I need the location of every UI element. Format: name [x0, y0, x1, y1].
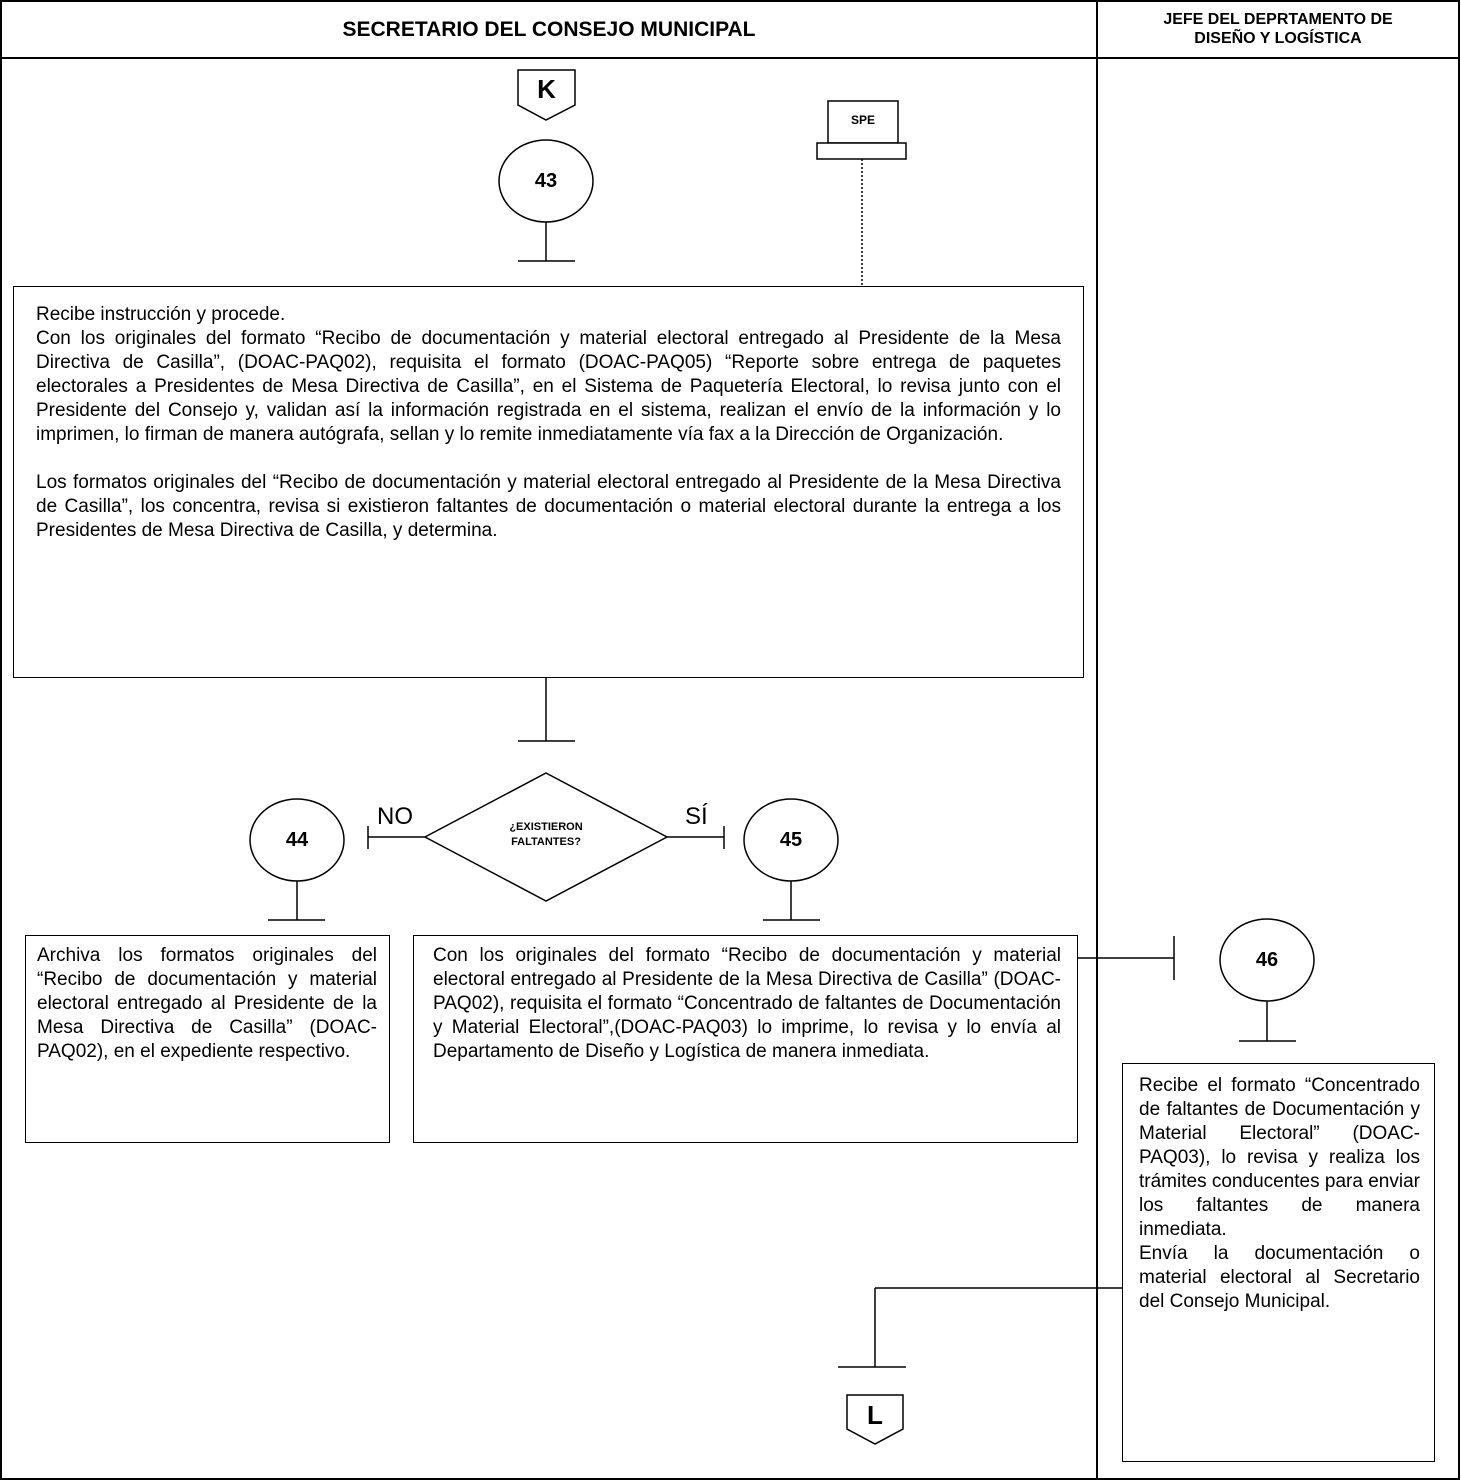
activity-box-44: Archiva los formatos originales del “Rec…: [25, 935, 390, 1143]
offpage-connector-l-shape: [846, 1394, 904, 1445]
decision-diamond: [423, 772, 669, 902]
decision-line2: FALTANTES?: [511, 836, 581, 848]
activity-46-paragraph-2: Envía la documentación o material electo…: [1139, 1243, 1420, 1312]
activity-box-45: Con los originales del formato “Recibo d…: [413, 935, 1078, 1143]
decision-yes-label: SÍ: [685, 803, 708, 830]
activity-box-43: Recibe instrucción y procede. Con los or…: [13, 286, 1084, 678]
decision-text: ¿EXISTIERON FALTANTES?: [470, 820, 622, 850]
lane-title-secretario: SECRETARIO DEL CONSEJO MUNICIPAL: [342, 17, 756, 41]
spe-label: SPE: [850, 113, 875, 127]
lane-title-jefe-line1: JEFE DEL DEPRTAMENTO DE: [1163, 11, 1393, 28]
offpage-connector-k-shape: [517, 69, 576, 121]
decision-line1: ¿EXISTIERON: [509, 821, 583, 833]
decision-no-label: NO: [377, 803, 413, 830]
activity-43-intro: Recibe instrucción y procede.: [36, 304, 286, 325]
offpage-connector-k: K: [537, 74, 556, 104]
step-46-number: 46: [1255, 949, 1279, 971]
lane-title-jefe: JEFE DEL DEPRTAMENTO DE DISEÑO Y LOGÍSTI…: [1097, 3, 1459, 55]
activity-43-paragraph-1: Con los originales del formato “Recibo d…: [36, 328, 1061, 445]
spe-box-base: [816, 142, 907, 160]
step-43-number: 43: [534, 170, 558, 192]
step-44-number: 44: [285, 829, 309, 851]
activity-box-46: Recibe el formato “Concentrado de faltan…: [1122, 1063, 1435, 1462]
activity-43-paragraph-2: Los formatos originales del “Recibo de d…: [36, 472, 1061, 541]
step-45-number: 45: [779, 829, 803, 851]
activity-46-paragraph-1: Recibe el formato “Concentrado de faltan…: [1139, 1075, 1420, 1240]
offpage-connector-l: L: [867, 1400, 883, 1430]
lane-title-jefe-line2: DISEÑO Y LOGÍSTICA: [1194, 30, 1362, 47]
